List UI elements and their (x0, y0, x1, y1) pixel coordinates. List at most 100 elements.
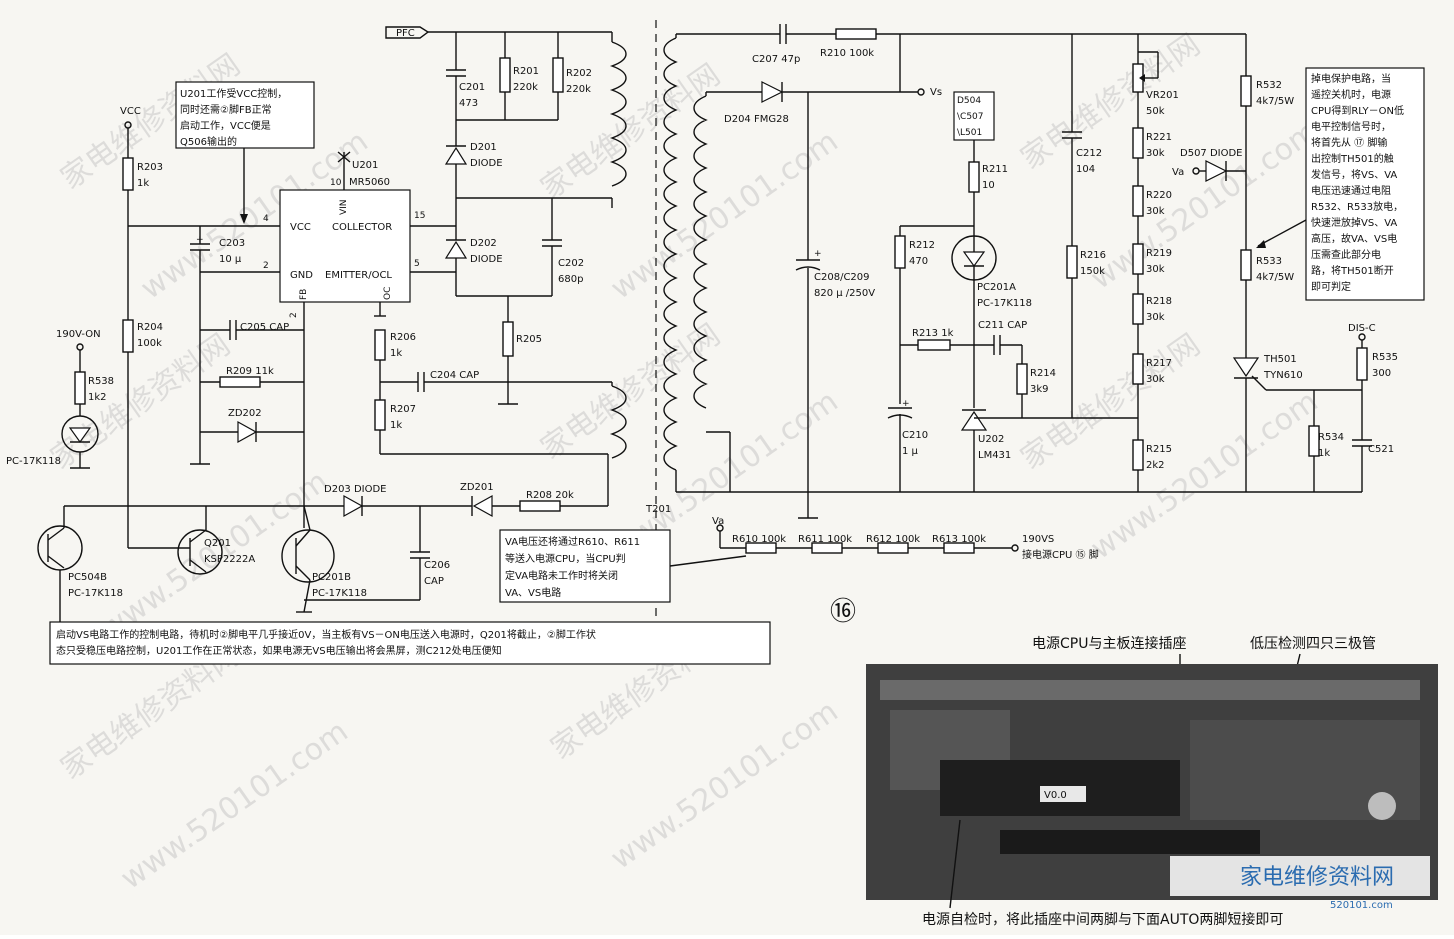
r532-label: R532 (1256, 80, 1282, 91)
c211-label: C211 CAP (978, 320, 1027, 331)
right-note: 掉电保护电路，当 遥控关机时，电源 CPU得到RLY－ON低 电平控制信号时， … (1256, 67, 1425, 301)
watermark-text: www.520101.com (115, 714, 355, 897)
zd201-zener (472, 494, 493, 518)
watermark-text: 家电维修资料网 (45, 327, 237, 476)
v190vs-label: 190VS (1022, 534, 1054, 545)
r212-resistor (894, 235, 906, 269)
c210-value: 1 μ (902, 446, 919, 457)
r535-value: 300 (1372, 368, 1391, 379)
c205-label: C205 CAP (240, 322, 289, 333)
u201-emitter: EMITTER/OCL (325, 270, 392, 281)
d203-label: D203 DIODE (324, 484, 387, 495)
r214-label: R214 (1030, 368, 1056, 379)
photo-caption-bottom: 电源自检时，将此插座中间两脚与下面AUTO两脚短接即可 (922, 911, 1283, 928)
d201-value: DIODE (470, 158, 503, 169)
svg-text:VA、VS电路: VA、VS电路 (505, 586, 561, 599)
r219-resistor (1132, 243, 1144, 275)
d507-label: D507 DIODE (1180, 148, 1243, 159)
svg-text:VA电压还将通过R610、R611: VA电压还将通过R610、R611 (505, 535, 640, 548)
r533-value: 4k7/5W (1256, 272, 1294, 283)
r534-label: R534 (1318, 432, 1344, 443)
r213-label: R213 1k (912, 328, 954, 339)
r217-value: 30k (1146, 374, 1165, 385)
r202-value: 220k (566, 84, 591, 95)
photo-caption-transistors: 低压检测四只三极管 (1250, 636, 1376, 652)
c202-value: 680p (558, 274, 583, 285)
th501-value: TYN610 (1263, 370, 1303, 381)
va-input-terminal (1192, 167, 1200, 175)
c201-value: 473 (459, 98, 478, 109)
svg-text:+: + (814, 249, 822, 259)
svg-text:高压，故VA、VS电: 高压，故VA、VS电 (1311, 232, 1397, 245)
r612-label: R612 100k (866, 534, 920, 545)
svg-text:快速泄放掉VS、VA: 快速泄放掉VS、VA (1311, 216, 1397, 229)
svg-text:态只受稳压电路控制，U201工作在正常状态，如果电源无VS电: 态只受稳压电路控制，U201工作在正常状态，如果电源无VS电压输出将会黑屏，测C… (56, 644, 502, 657)
c201-label: C201 (459, 82, 485, 93)
r211-label: R211 (982, 164, 1008, 175)
v190-on-terminal (76, 343, 84, 351)
u201-pin2: 2 (263, 261, 269, 271)
d202-diode (444, 240, 468, 259)
r201-label: R201 (513, 66, 539, 77)
svg-text:R532、R533放电，: R532、R533放电， (1311, 200, 1403, 213)
secondary-section: C207 47p R210 100k D204 FMG28 Vs + C208/… (663, 24, 1398, 561)
r221-label: R221 (1146, 132, 1172, 143)
vcc-label: VCC (120, 106, 141, 117)
c203-value: 10 μ (219, 254, 242, 265)
r205-resistor (502, 321, 514, 357)
c203-label: C203 (219, 238, 245, 249)
r210-label: R210 100k (820, 48, 874, 59)
bottom-note: 启动VS电路工作的控制电路，待机时②脚电平几乎接近0V，当主板有VS－ON电压送… (49, 621, 771, 665)
svg-text:即可判定: 即可判定 (1311, 280, 1351, 293)
r611-label: R611 100k (798, 534, 852, 545)
r535-resistor (1356, 347, 1368, 381)
zd202-label: ZD202 (228, 408, 262, 419)
va-bottom-label: Va (712, 516, 724, 527)
r206-value: 1k (390, 348, 402, 359)
u201-gnd: GND (290, 270, 313, 281)
r613-label: R613 100k (932, 534, 986, 545)
svg-text:+: + (902, 399, 910, 409)
r218-value: 30k (1146, 312, 1165, 323)
svg-text:定VA电路未工作时将关闭: 定VA电路未工作时将关闭 (505, 569, 618, 582)
r202-label: R202 (566, 68, 592, 79)
pc201b-value: PC-17K118 (312, 588, 367, 599)
svg-text:发信号，将VS、VA: 发信号，将VS、VA (1311, 168, 1397, 181)
logo-text: 家电维修资料网 (1240, 865, 1394, 890)
r216-value: 150k (1080, 266, 1105, 277)
primary-winding (609, 41, 627, 187)
logo-url: 520101.com (1330, 900, 1393, 911)
logo-area (1170, 856, 1430, 896)
r208-label: R208 20k (526, 490, 574, 501)
aux-winding (609, 385, 627, 459)
r214-resistor (1016, 363, 1028, 395)
d201-label: D201 (470, 142, 497, 153)
r533-resistor (1240, 249, 1252, 281)
vr201-label: VR201 (1146, 90, 1179, 101)
c208-value: 820 μ /250V (814, 288, 875, 299)
r203-value: 1k (137, 178, 149, 189)
vr201-value: 50k (1146, 106, 1165, 117)
r208-resistor (519, 500, 561, 512)
r203-label: R203 (137, 162, 163, 173)
u201-pin10: 10 (330, 178, 342, 188)
pc201b-label: PC201B (312, 572, 351, 583)
c202-label: C202 (558, 258, 584, 269)
r203-resistor (122, 157, 134, 191)
r219-value: 30k (1146, 264, 1165, 275)
svg-text:启动工作，VCC便是: 启动工作，VCC便是 (180, 119, 271, 132)
r210-resistor (835, 28, 877, 40)
pfc-label: PFC (396, 28, 415, 39)
r213-resistor (917, 339, 951, 351)
d504-label: D504 (957, 96, 981, 106)
photo-caption-cpu: 电源CPU与主板连接插座 (1032, 635, 1186, 652)
r221-value: 30k (1146, 148, 1165, 159)
pc-left-label: PC-17K118 (6, 456, 61, 467)
r216-resistor (1066, 245, 1078, 279)
r220-label: R220 (1146, 190, 1172, 201)
u201-ic (279, 189, 411, 303)
svg-text:电平控制信号时，: 电平控制信号时， (1311, 120, 1391, 133)
figure-number: ⑯ (830, 597, 856, 627)
c207-label: C207 47p (752, 54, 800, 65)
